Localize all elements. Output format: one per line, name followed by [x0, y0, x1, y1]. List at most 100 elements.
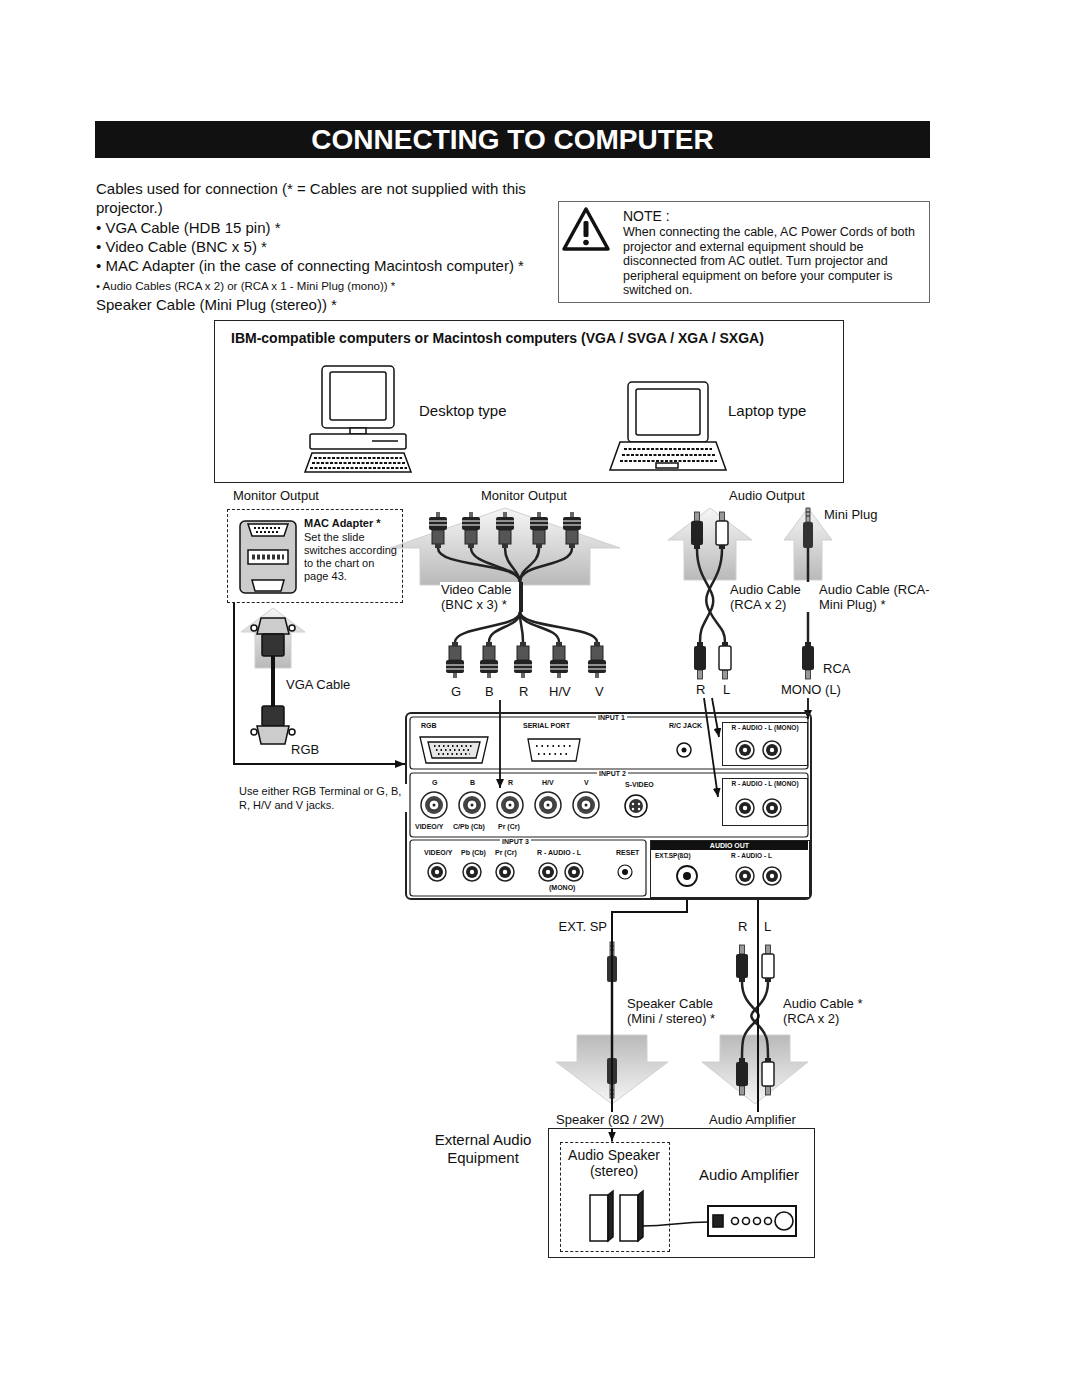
bnc-plug: [480, 642, 498, 678]
rca-plug: [691, 512, 703, 549]
video-cable: [520, 612, 597, 642]
box-heading: INPUT 1: [596, 714, 627, 722]
rca-jack: [496, 863, 514, 881]
bnc-jack: [421, 792, 447, 818]
port-label: Audio Output: [728, 488, 806, 504]
output-cable: [751, 982, 768, 1058]
rca-jack: [736, 799, 754, 817]
signal-label: R: [737, 919, 748, 935]
warning-icon: [564, 209, 608, 249]
signal-label: H/V: [548, 684, 572, 700]
box-heading: IBM-compatible computers or Macintosh co…: [231, 330, 764, 347]
panel-label: Pb (Cb): [460, 849, 487, 857]
amplifier-icon: [775, 1212, 793, 1230]
box-heading: R - AUDIO - L (MONO): [723, 724, 807, 732]
laptop-computer-icon: [636, 389, 700, 435]
video-cable: [438, 548, 597, 642]
video-cable: [438, 548, 520, 582]
cable-connector: [757, 898, 759, 1128]
bnc-jack: [459, 792, 485, 818]
panel-label: (MONO): [548, 884, 576, 892]
rca-jack: [763, 867, 781, 885]
bnc-jack: [535, 792, 561, 818]
output-cable: [612, 982, 768, 1058]
desktop-computer-icon: [330, 372, 386, 420]
amplifier-icon: [708, 1206, 796, 1236]
computer-box: IBM-compatible computers or Macintosh co…: [214, 320, 844, 483]
panel-label: H/V: [541, 779, 555, 787]
speaker-icon: [643, 1222, 708, 1226]
device-label: Speaker (8Ω / 2W): [555, 1112, 665, 1128]
output-plug: [762, 1058, 774, 1095]
warning-icon: [583, 240, 589, 246]
cable-list-item: • VGA Cable (HDB 15 pin) *: [95, 219, 282, 237]
panel-label: S-VIDEO: [624, 781, 655, 789]
panel-label: B: [469, 779, 476, 787]
vga-cable: [289, 625, 295, 631]
bnc-plug: [429, 512, 606, 678]
s-video-jack: [638, 803, 640, 805]
rc-jack: [677, 743, 691, 757]
cable-list-item: Speaker Cable (Mini Plug (stereo)) *: [95, 296, 338, 314]
vga-cable: [289, 729, 295, 735]
video-cable: [520, 548, 572, 582]
vga-cable: [262, 634, 284, 656]
desktop-computer-icon: [350, 428, 366, 434]
signal-label: R: [695, 682, 706, 698]
panel-label: V: [583, 779, 590, 787]
mac-adapter-icon: [254, 528, 282, 532]
box-heading: R - AUDIO - L (MONO): [723, 780, 807, 788]
output-plug: [736, 945, 748, 982]
device-label: Audio Amplifier: [708, 1112, 797, 1128]
signal-label: L: [722, 682, 731, 698]
desktop-computer-icon: [310, 458, 407, 468]
input-audio-box: R - AUDIO - L (MONO): [722, 722, 808, 766]
desktop-computer-icon: [372, 440, 398, 442]
video-cable: [505, 548, 520, 582]
output-plug: [736, 1058, 748, 1095]
cables-heading: Cables used for connection (* = Cables a…: [95, 179, 542, 217]
signal-label: R: [518, 684, 529, 700]
output-plug: [762, 945, 774, 982]
port-label: Monitor Output: [480, 488, 568, 504]
audio-speaker-box: Audio Speaker (stereo): [560, 1142, 670, 1252]
speaker-icon: [620, 1195, 638, 1241]
panel-rows: [410, 717, 808, 769]
mac-adapter-icon: [240, 521, 296, 593]
s-video-jack: [632, 808, 634, 810]
panel-label: RESET: [615, 849, 640, 857]
rca-jack: [736, 867, 754, 885]
panel-label: R: [507, 779, 514, 787]
bnc-plug: [429, 512, 447, 548]
input-arrow: [807, 698, 809, 719]
rgb-dsub-connector: [434, 746, 474, 754]
box-heading: NOTE :: [623, 208, 670, 225]
direction-arrow-shape: [668, 508, 752, 580]
mac-adapter-icon: [248, 550, 288, 564]
rca-plug: [719, 642, 731, 679]
laptop-computer-icon: [620, 449, 717, 461]
bnc-plug: [563, 512, 581, 548]
note-box: NOTE :When connecting the cable, AC Powe…: [558, 201, 930, 303]
rca-plug: [716, 512, 728, 549]
laptop-computer-icon: [656, 463, 678, 468]
speaker-icon: [638, 1191, 643, 1241]
signal-label: B: [484, 684, 495, 700]
signal-label: G: [450, 684, 462, 700]
vga-cable: [262, 706, 284, 726]
usage-note: Use either RGB Terminal or G, B, R, H/V …: [238, 784, 408, 812]
rc-jack: [682, 748, 687, 753]
amplifier-icon: [708, 1206, 796, 1236]
panel-label: R - AUDIO - L: [536, 849, 582, 857]
rgb-dsub-connector: [428, 742, 480, 758]
cable-connector: [234, 603, 405, 764]
cable-list-item: • Video Cable (BNC x 5) *: [95, 238, 268, 256]
desktop-computer-icon: [322, 366, 394, 428]
cable-label: Video Cable (BNC x 3) *: [440, 582, 519, 612]
speaker-icon: [590, 1191, 708, 1241]
rgb-dsub-connector: [420, 737, 488, 763]
cable-label: Audio Cable (RCA-Mini Plug) *: [818, 582, 938, 612]
desktop-computer-icon: [305, 453, 411, 472]
panel-rows: [410, 717, 808, 896]
rca-jack: [428, 863, 446, 881]
